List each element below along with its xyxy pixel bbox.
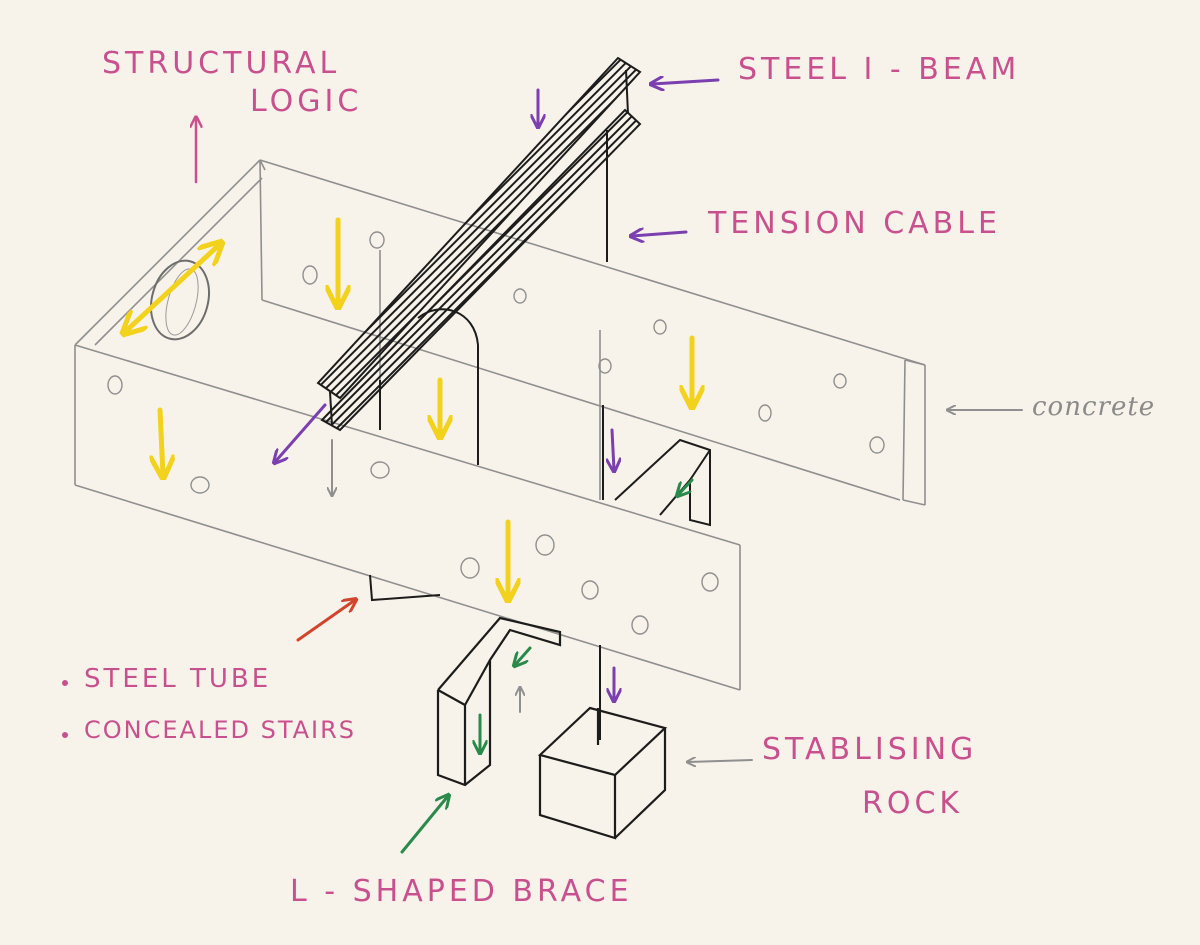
label-concealed-stairs: Concealed Stairs [84, 716, 357, 744]
arrows-red [196, 118, 355, 642]
force-arrow [612, 428, 614, 470]
pointer-arrow [652, 80, 720, 84]
steel-tube [369, 308, 479, 602]
label-stabilising-rock-line1: Stablising [762, 732, 978, 767]
arrows-purple [275, 80, 720, 700]
stabilising-rock [537, 706, 668, 840]
arrows-grey [332, 410, 1023, 762]
label-concrete: concrete [1032, 392, 1156, 422]
arrows-green [400, 478, 694, 854]
force-arrow [275, 403, 327, 462]
l-shaped-brace [436, 616, 562, 787]
bullet [62, 680, 68, 686]
pointer-arrow [400, 796, 448, 854]
label-steel-tube: Steel Tube [84, 664, 272, 694]
label-stabilising-rock-line2: Rock [862, 786, 964, 821]
pointer-arrow [296, 600, 355, 642]
label-steel-i-beam: Steel I - Beam [738, 52, 1021, 87]
label-tension-cable: Tension Cable [708, 206, 1001, 241]
force-arrow [515, 646, 532, 665]
pointer-arrow [632, 232, 688, 236]
force-arrow [678, 478, 694, 495]
load-arrow [160, 407, 163, 475]
load-arrows-yellow [125, 217, 692, 598]
lateral-arrow [125, 244, 220, 332]
bullet [62, 732, 68, 738]
label-structural-logic-line2: Logic [250, 84, 363, 119]
concrete-holes [107, 231, 885, 635]
label-structural-logic-line1: Structural [102, 46, 341, 81]
steel-i-beam [316, 56, 642, 432]
pointer-arrow [688, 760, 753, 762]
label-l-shaped-brace: L - Shaped Brace [290, 874, 633, 909]
